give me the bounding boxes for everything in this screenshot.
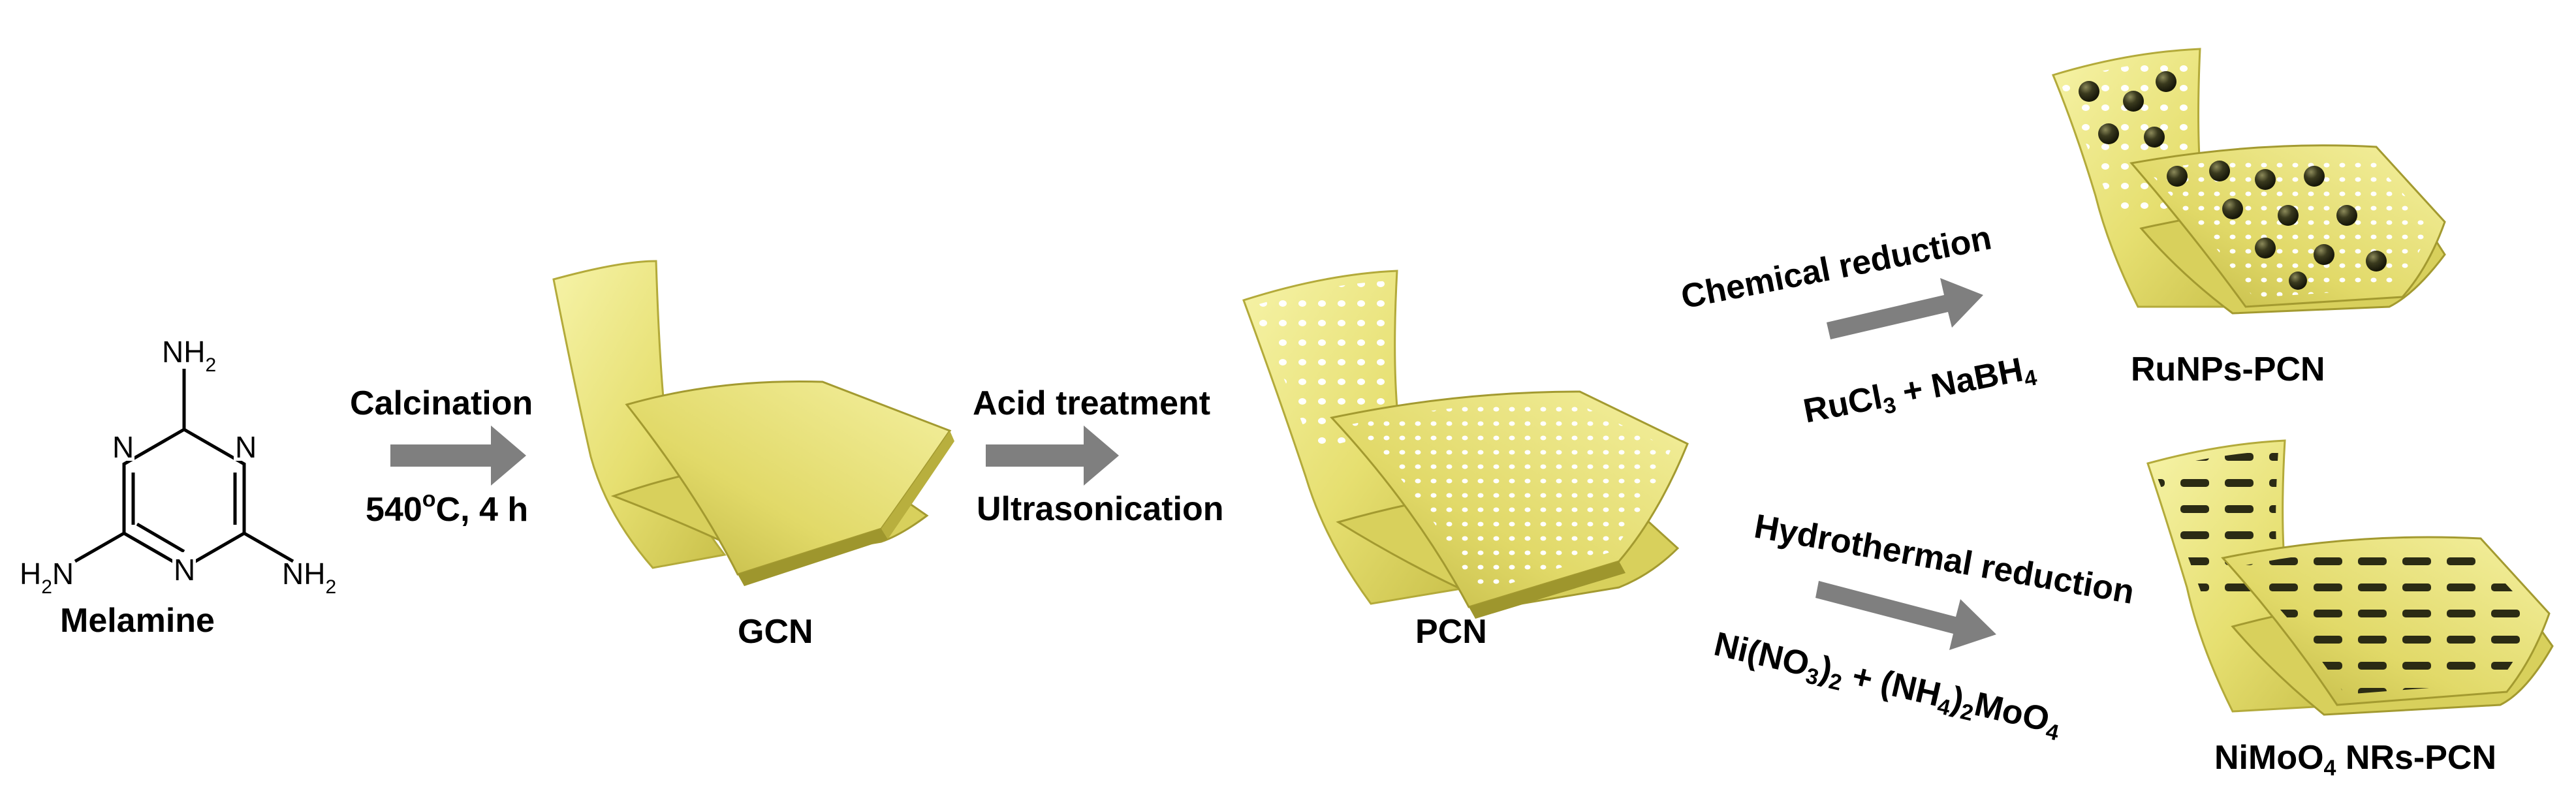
pcn-sheets [1242,270,1689,619]
nh2-left: H2N [20,557,74,598]
melamine-label: Melamine [60,602,215,640]
nh2-right: NH2 [282,557,336,598]
melamine-structure: N N N NH2 H2N NH2 [20,335,336,598]
ring-n-left: N [112,430,134,464]
nh2-top: NH2 [162,335,216,376]
pcn-label: PCN [1415,613,1487,651]
calcination-condition: 540oC, 4 h [366,487,529,529]
gcn-label: GCN [738,613,813,651]
runps-pcn-label: RuNPs-PCN [2131,350,2325,388]
arrows [390,278,1996,650]
ru-nanoparticles [2079,71,2387,290]
nimoo4-pcn-sheets [2146,439,2554,716]
nimoo4-pcn-label: NiMoO4 NRs-PCN [2214,739,2497,781]
ring-n-right: N [235,430,257,464]
arrow-chemical [1827,278,1983,339]
arrow-hydrothermal [1815,581,1996,650]
arrow-calcination [390,426,526,486]
calcination-label: Calcination [350,384,533,422]
gcn-sheets [552,260,954,586]
acid-treatment-label: Acid treatment [973,384,1211,422]
ring-n-bottom: N [174,553,195,587]
ultrasonication-label: Ultrasonication [977,490,1224,528]
arrow-acid [986,426,1119,486]
runps-pcn-sheets [2051,48,2446,315]
